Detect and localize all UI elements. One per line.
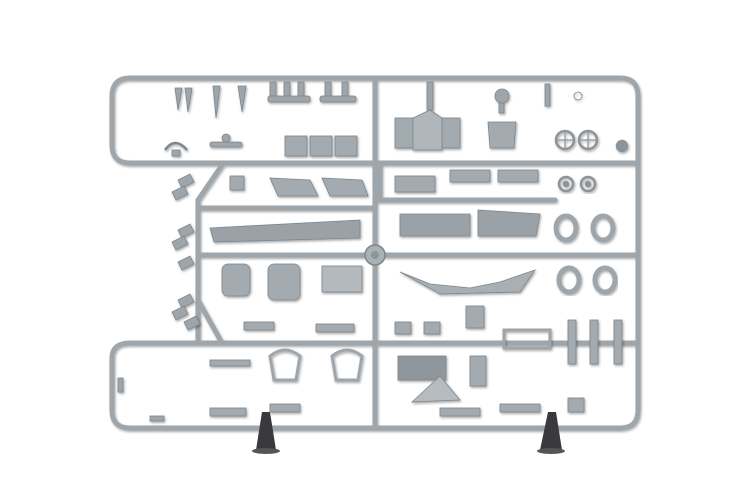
upper-left-panels — [209, 135, 369, 301]
display-stand — [537, 412, 565, 454]
wheel-part — [577, 129, 599, 151]
left-side-parts — [117, 133, 243, 422]
display-stand — [252, 412, 280, 454]
lower-parts — [209, 319, 623, 417]
tire-part — [592, 265, 618, 295]
wheel-parts — [554, 129, 629, 193]
top-row-parts — [174, 81, 583, 119]
upper-right-parts — [394, 109, 539, 193]
tire-part — [590, 213, 616, 243]
wheel-part — [557, 175, 575, 193]
middle-right-parts — [399, 209, 541, 329]
wheel-part — [554, 129, 576, 151]
wheel-part — [579, 175, 597, 193]
tire-part — [556, 265, 582, 295]
tire-parts — [553, 213, 618, 295]
tire-part — [553, 213, 579, 243]
